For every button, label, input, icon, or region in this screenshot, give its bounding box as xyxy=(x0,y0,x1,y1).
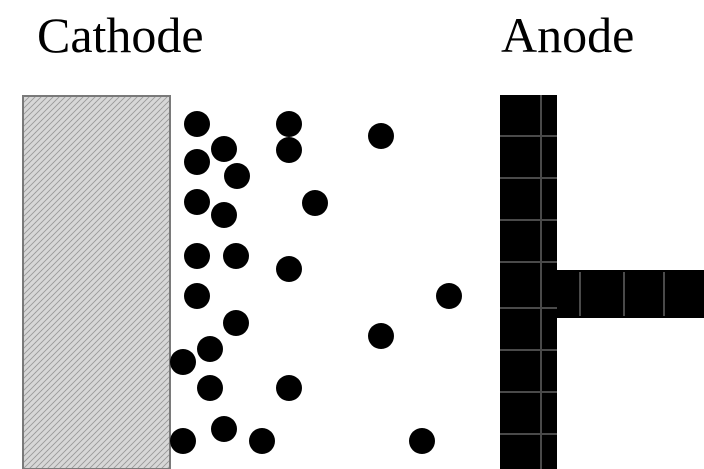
particle xyxy=(368,323,394,349)
particle xyxy=(224,163,250,189)
anode-horizontal-arm xyxy=(500,270,704,318)
particle xyxy=(409,428,435,454)
particle xyxy=(368,123,394,149)
cathode-block xyxy=(23,96,170,469)
particle xyxy=(276,137,302,163)
particle xyxy=(223,310,249,336)
particle xyxy=(184,149,210,175)
particle xyxy=(197,336,223,362)
particle xyxy=(223,243,249,269)
particle xyxy=(184,243,210,269)
particle xyxy=(249,428,275,454)
particle xyxy=(436,283,462,309)
particle xyxy=(276,111,302,137)
particle xyxy=(184,189,210,215)
particle xyxy=(211,136,237,162)
particle xyxy=(170,428,196,454)
particle xyxy=(197,375,223,401)
particle xyxy=(276,375,302,401)
particle xyxy=(184,111,210,137)
particle xyxy=(211,416,237,442)
particle xyxy=(276,256,302,282)
particles xyxy=(170,111,462,454)
particle xyxy=(302,190,328,216)
particle xyxy=(170,349,196,375)
particle xyxy=(211,202,237,228)
anode-block xyxy=(500,95,704,469)
particle xyxy=(184,283,210,309)
